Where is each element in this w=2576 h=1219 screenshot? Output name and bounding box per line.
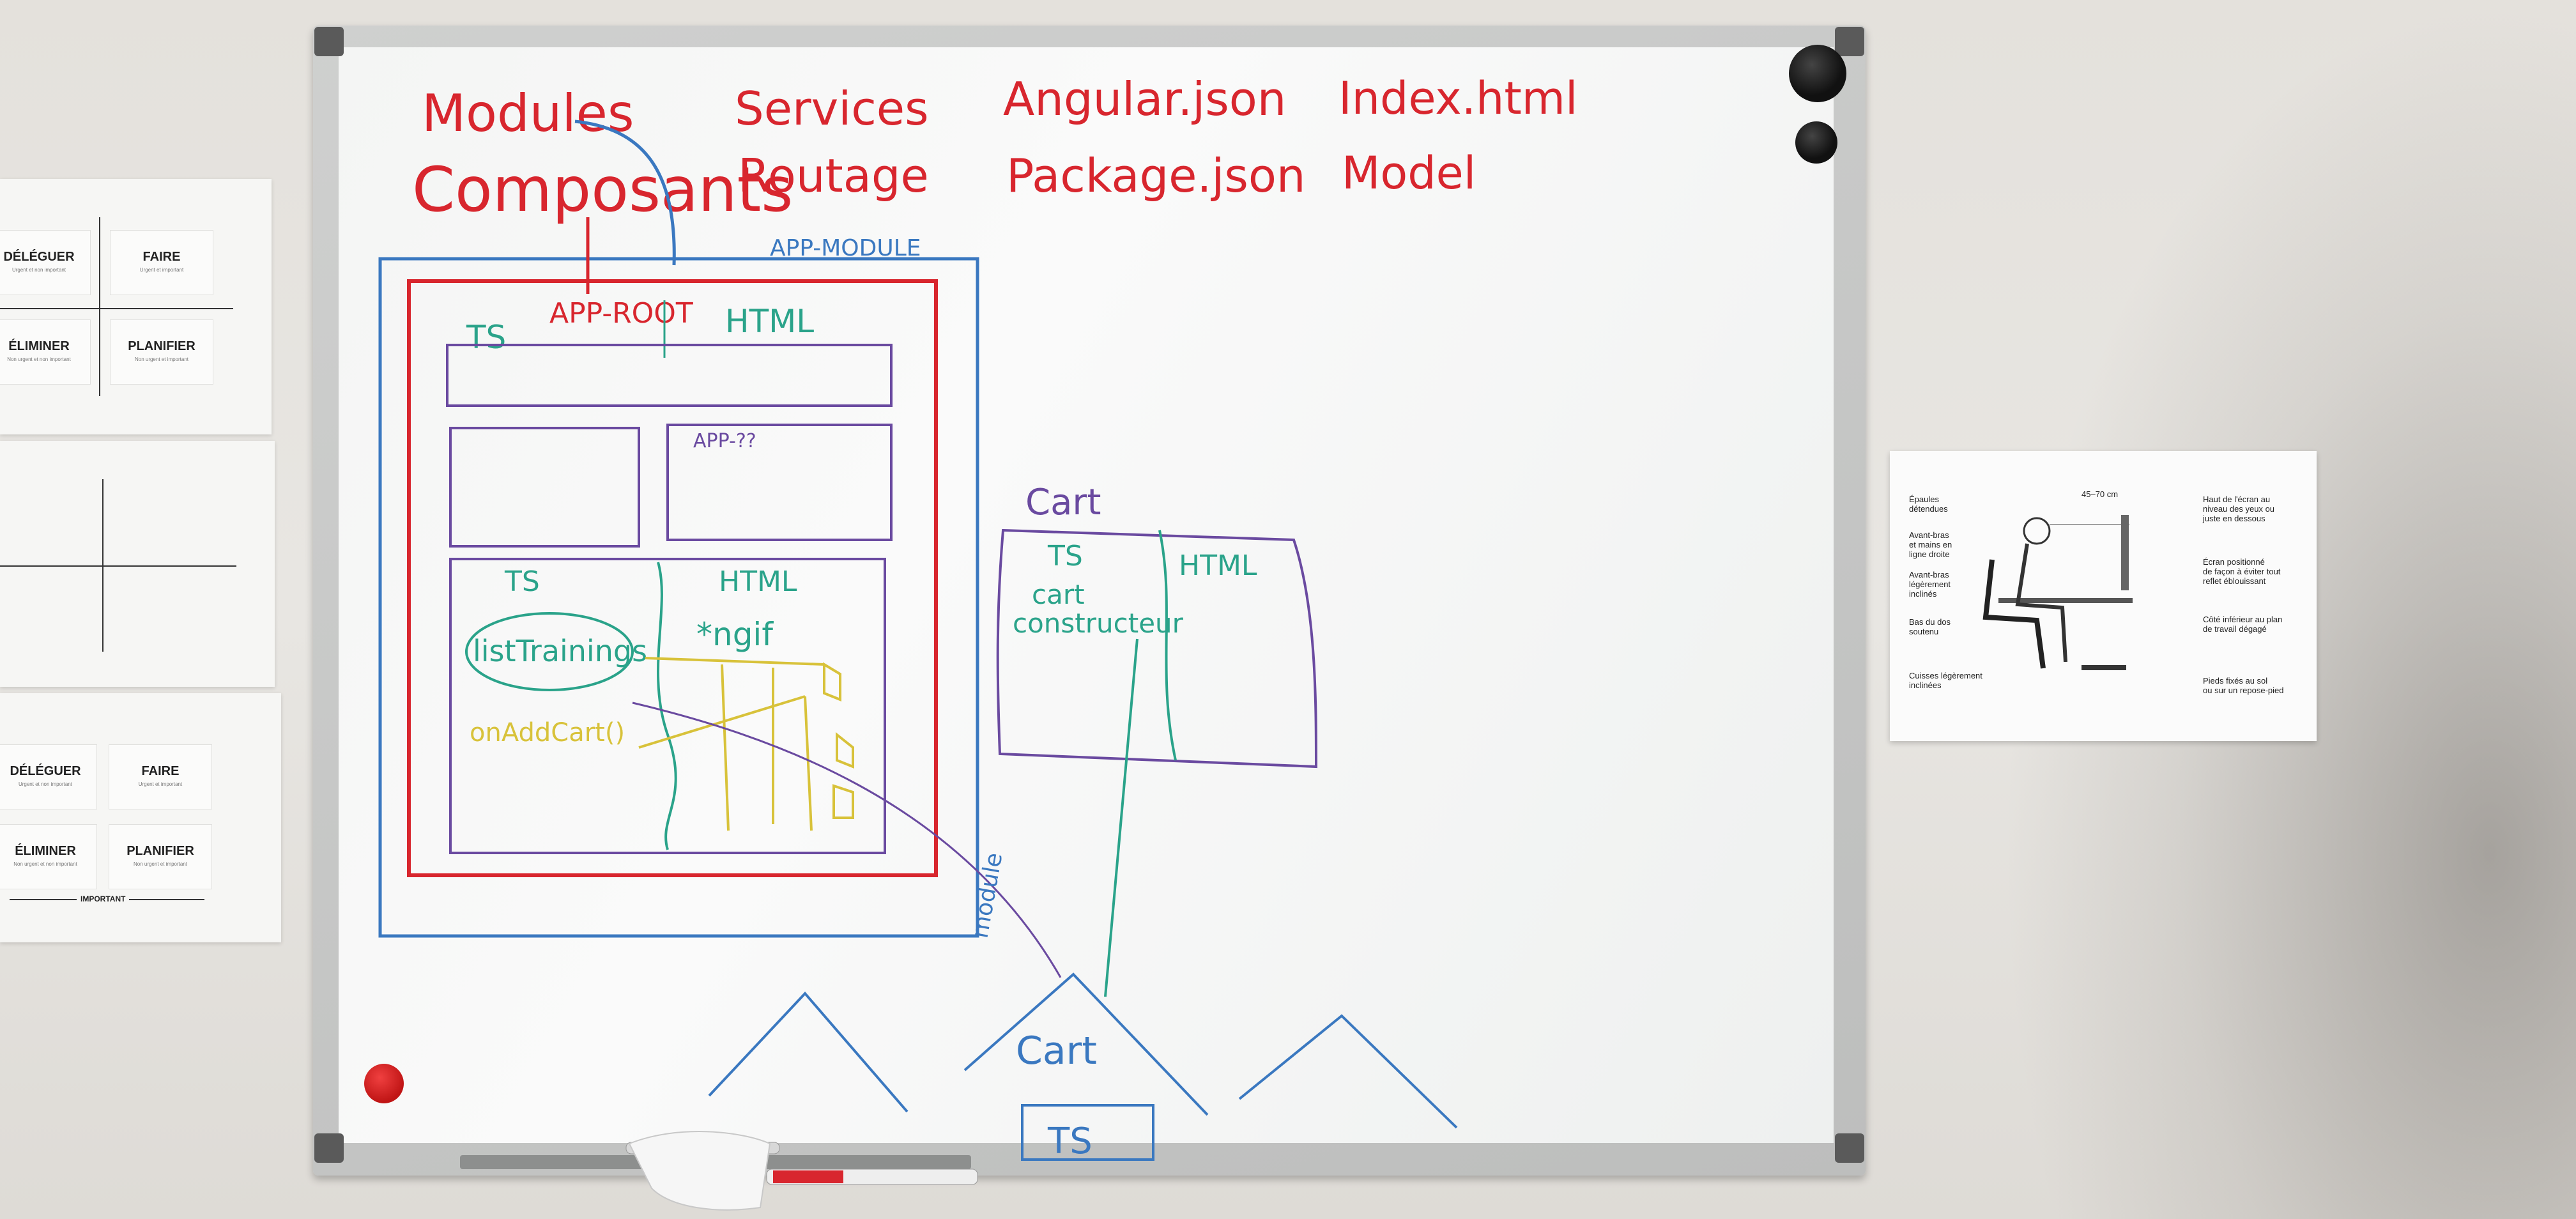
eraser-cloth[interactable] — [628, 1131, 771, 1211]
cart-component-box — [996, 528, 1318, 769]
frame-corner — [314, 27, 344, 56]
heading-routage: Routage — [738, 149, 929, 203]
heading-model: Model — [1342, 147, 1476, 199]
yellow-connections — [638, 657, 825, 831]
heading-modules: Modules — [422, 84, 634, 143]
heading-angular-json: Angular.json — [1003, 72, 1286, 126]
matrix-axis-horizontal — [0, 308, 233, 309]
app-root-label: APP-ROOT — [549, 297, 693, 330]
person-head-icon — [2023, 517, 2051, 545]
main-component-box — [449, 558, 886, 854]
tree-peak-center — [963, 972, 1209, 1116]
cart-divider — [1158, 530, 1177, 761]
html-label: HTML — [725, 303, 814, 340]
list-ellipse — [465, 612, 634, 691]
matrix-axis-vertical — [99, 217, 100, 396]
axes-poster-middle — [0, 441, 275, 687]
cart-title: Cart — [1025, 482, 1101, 523]
magnet-black-icon[interactable] — [1789, 45, 1846, 102]
app-root-box — [407, 279, 938, 877]
app-module-label: APP-MODULE — [770, 235, 921, 261]
ergonomics-illustration — [1982, 515, 2133, 670]
heading-services: Services — [735, 82, 929, 135]
magnet-black-icon[interactable] — [1795, 121, 1837, 164]
tree-peak-right — [1238, 1014, 1458, 1129]
header-box — [446, 344, 893, 407]
cart-ts-label: TS — [1047, 540, 1083, 572]
ts-bottom-box — [1021, 1104, 1154, 1161]
cart-bottom-label: Cart — [1016, 1029, 1097, 1073]
divider — [657, 562, 677, 850]
measure-label: 45–70 cm — [2082, 489, 2119, 499]
left-component-box — [449, 427, 640, 548]
axes-horizontal — [0, 565, 236, 567]
cart-html-label: HTML — [1179, 549, 1257, 582]
list-to-cart-arrow — [632, 702, 1062, 978]
heading-composants: Composants — [412, 154, 793, 226]
whiteboard — [313, 26, 1866, 1176]
app-module-box — [378, 257, 979, 938]
magnet-red-icon[interactable] — [364, 1064, 404, 1103]
chair-icon — [1982, 559, 2046, 669]
frame-corner — [1835, 27, 1864, 56]
on-add-cart-label: onAddCart() — [470, 718, 625, 747]
list-trainings-label: listTrainings — [473, 634, 647, 668]
footrest-icon — [2082, 665, 2126, 670]
marker-cap-red — [773, 1170, 843, 1183]
modules-arrow — [574, 119, 676, 266]
ts-label: TS — [466, 319, 506, 356]
cart-down-arrow — [1104, 638, 1138, 997]
right-component-box — [666, 424, 893, 541]
frame-corner — [314, 1133, 344, 1163]
heading-index-html: Index.html — [1338, 72, 1577, 125]
ngif-label: *ngif — [696, 616, 774, 653]
html-label: HTML — [719, 565, 797, 598]
app-placeholder-label: APP-?? — [693, 430, 756, 452]
monitor-icon — [2121, 515, 2129, 590]
ts-label: TS — [504, 565, 540, 598]
important-axis-label: IMPORTANT — [77, 894, 130, 903]
cart-body-line2: constructeur — [1013, 608, 1184, 639]
heading-package-json: Package.json — [1006, 149, 1306, 203]
person-body-icon — [2015, 543, 2067, 663]
cart-body-line1: cart — [1032, 579, 1085, 610]
frame-corner — [1835, 1133, 1864, 1163]
button-icons — [823, 662, 854, 819]
ts-bottom-label: TS — [1047, 1121, 1092, 1162]
tree-peak-left — [708, 992, 908, 1113]
desk-icon — [1998, 598, 2133, 603]
